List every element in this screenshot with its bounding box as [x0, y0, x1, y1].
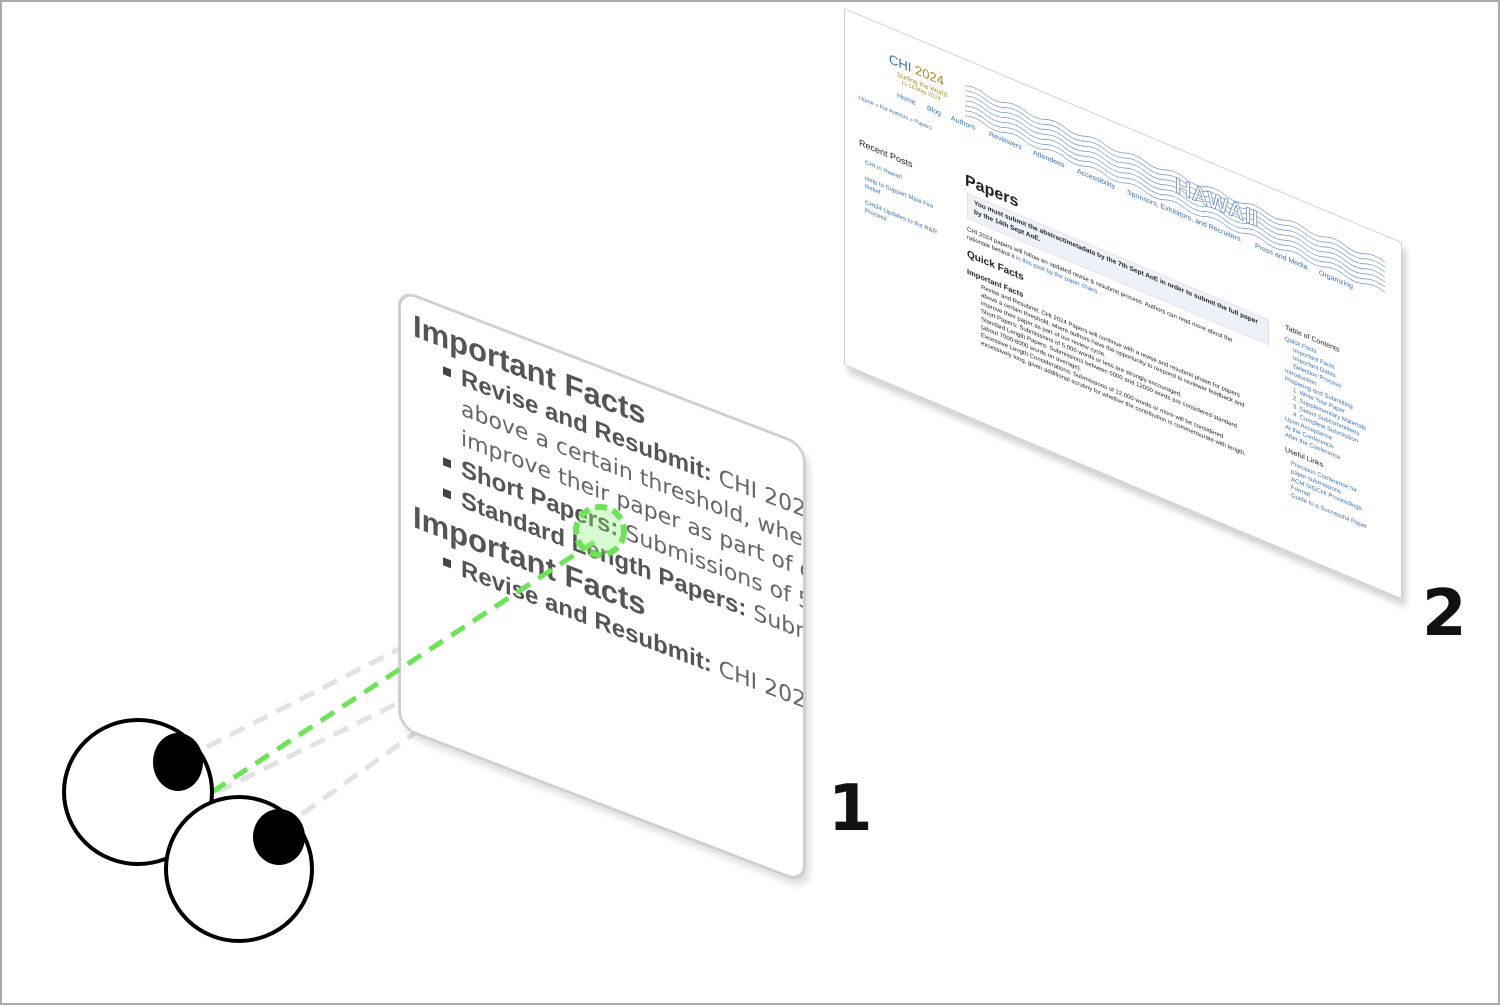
- hawaii-banner: [965, 85, 1385, 293]
- label-near: 1: [828, 772, 873, 846]
- breadcrumb[interactable]: Home » For Authors » Papers: [859, 95, 932, 132]
- fact-line-5: Standard Length Papers: Submissions betw…: [981, 316, 1237, 430]
- nav-blog[interactable]: Blog: [927, 104, 942, 118]
- label-far: 2: [1422, 577, 1467, 651]
- nav-home[interactable]: Home: [897, 92, 916, 108]
- far-webpage-panel: CHI 2024 Surfing the World 11-16 May 202…: [844, 8, 1402, 600]
